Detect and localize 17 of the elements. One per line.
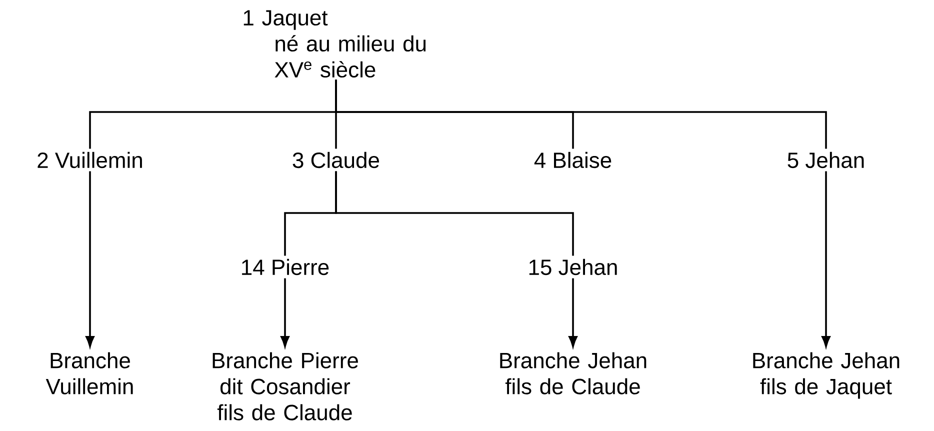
arrow [822,171,830,348]
branch-label: Branche Pierre dit Cosandier fils de Claude [212,352,358,420]
person-label: 1 Jaquet né au milieu du XV$^{e}$ siècle [244,10,426,78]
arrow [86,171,94,348]
person-label: 3 Claude [292,152,380,168]
person-label: 2 Vuillemin [38,152,142,168]
arrow [568,278,578,348]
person-label: 14 Pierre [242,258,329,276]
branch-label: Branche Jehan fils de Jaquet [753,352,900,399]
person-label: 4 Blaise [534,152,612,168]
tree-line [335,171,574,256]
tree-line [335,80,827,149]
person-label: 5 Jehan [788,152,864,168]
branch-label: Branche Vuillemin [46,352,133,394]
arrow [280,278,290,348]
branch-label: Branche Jehan fils de Claude [500,352,646,394]
person-label: 15 Jehan [529,258,617,276]
